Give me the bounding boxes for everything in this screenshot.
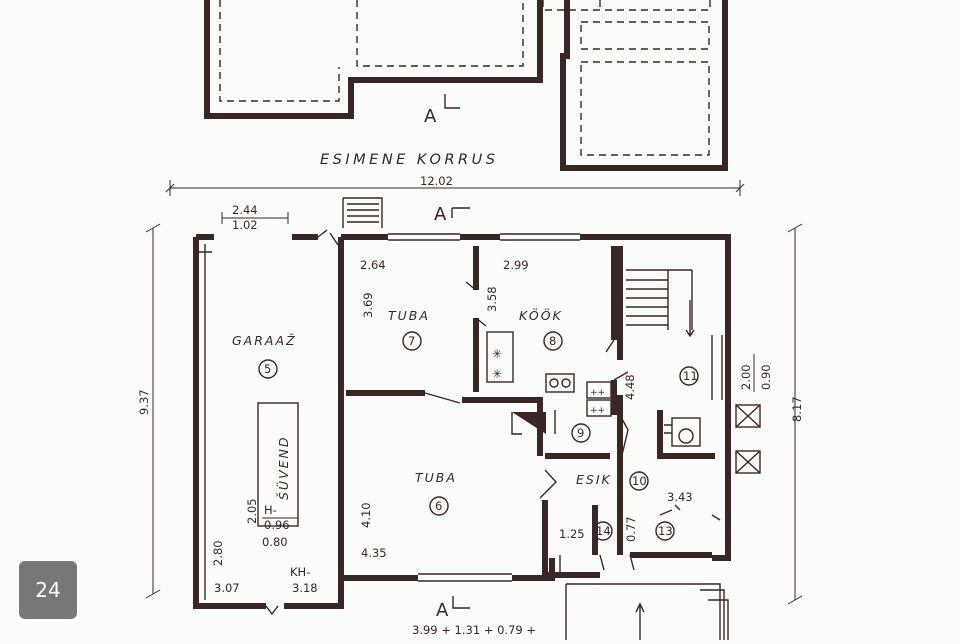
kitchen-number-circle bbox=[543, 331, 563, 351]
room7-name: TUBA bbox=[388, 308, 430, 323]
section-mark-bottom: A bbox=[436, 596, 470, 621]
svg-text:✳: ✳ bbox=[492, 347, 502, 361]
wc-077-label: 0.77 bbox=[624, 516, 638, 542]
kitchen-fixtures: ✳ ✳ ++ ++ bbox=[486, 331, 612, 435]
room6-number: 6 bbox=[435, 499, 442, 513]
window-b-label: 0.90 bbox=[759, 364, 773, 390]
pit-080-label: 0.80 bbox=[262, 535, 288, 549]
room7-number-circle bbox=[402, 331, 422, 351]
right-height-dimension: 8.17 bbox=[787, 223, 804, 605]
stair bbox=[626, 269, 723, 400]
pit-h-value: 0.96 bbox=[264, 518, 290, 532]
kh-value: 3.18 bbox=[292, 581, 318, 595]
bottom-sum-label: 3.99 + 1.31 + 0.79 + bbox=[412, 623, 536, 637]
stair-number: 11 bbox=[683, 369, 698, 383]
overall-width-value: 12.02 bbox=[420, 174, 453, 188]
pantry-number-circle bbox=[571, 423, 591, 443]
entrance-steps-bottom bbox=[565, 583, 729, 640]
pit-name: ŠÜVEND bbox=[275, 435, 291, 500]
stair-number-circle bbox=[679, 366, 699, 386]
svg-text:++: ++ bbox=[590, 406, 605, 416]
kitchen-width-label: 2.99 bbox=[503, 258, 529, 272]
wc-125-label: 1.25 bbox=[559, 527, 585, 541]
garage-number-circle bbox=[258, 359, 278, 379]
pit-height-label: 2.05 bbox=[245, 498, 259, 524]
section-mark-bottom-label: A bbox=[436, 600, 449, 621]
page-number-badge: 24 bbox=[19, 561, 77, 619]
room7-width-label: 2.64 bbox=[360, 258, 386, 272]
ground-floor-walls bbox=[193, 233, 731, 609]
section-mark-middle-label: A bbox=[434, 204, 447, 225]
right-height-value: 8.17 bbox=[790, 396, 804, 422]
wc-number-circle bbox=[655, 521, 675, 541]
garage-pit bbox=[257, 402, 299, 527]
left-height-value: 9.37 bbox=[137, 389, 151, 415]
section-mark-middle: A bbox=[434, 204, 470, 225]
kitchen-height-label: 3.58 bbox=[485, 286, 499, 312]
entrance-steps-top bbox=[342, 197, 383, 228]
wc-number: 13 bbox=[658, 524, 673, 538]
window-a-label: 2.00 bbox=[739, 364, 753, 390]
hall-name: ESIK bbox=[576, 472, 612, 487]
hall-number-circle bbox=[629, 471, 649, 491]
room7-number: 7 bbox=[408, 334, 415, 348]
garage-door-a-value: 2.44 bbox=[232, 203, 258, 217]
section-mark-top: A bbox=[424, 94, 460, 127]
room6-width-label: 4.35 bbox=[361, 546, 387, 560]
exterior-boxes bbox=[735, 404, 761, 474]
garage-name: GARAAŽ bbox=[232, 333, 297, 348]
garage-307-label: 3.07 bbox=[214, 581, 240, 595]
kitchen-number: 8 bbox=[549, 334, 556, 348]
hall-343-label: 3.43 bbox=[667, 490, 693, 504]
wash-number: 14 bbox=[596, 524, 611, 538]
hall-number: 10 bbox=[632, 474, 647, 488]
garage-door-dimension: 2.44 1.02 bbox=[221, 203, 289, 232]
door-swings bbox=[265, 229, 721, 616]
floor-title: ESIMENE KORRUS bbox=[320, 152, 498, 168]
garage-door-b-value: 1.02 bbox=[232, 218, 258, 232]
upper-floor-outline bbox=[204, 0, 728, 171]
pantry-number: 9 bbox=[577, 426, 584, 440]
wc-fixtures bbox=[659, 417, 701, 516]
kh-label: KH- bbox=[290, 565, 310, 579]
garage-280-label: 2.80 bbox=[211, 540, 225, 566]
kitchen-name: KÖÖK bbox=[519, 307, 563, 323]
room6-name: TUBA bbox=[415, 470, 457, 485]
stair-height-label: 4.48 bbox=[623, 374, 637, 400]
left-height-dimension: 9.37 bbox=[137, 223, 161, 599]
section-mark-top-label: A bbox=[424, 106, 437, 127]
garage-number: 5 bbox=[264, 362, 271, 376]
svg-text:++: ++ bbox=[590, 388, 605, 398]
room6-height-label: 4.10 bbox=[359, 502, 373, 528]
overall-width-dimension: 12.02 bbox=[165, 174, 745, 196]
wash-number-circle bbox=[593, 521, 613, 541]
room6-number-circle bbox=[429, 496, 449, 516]
svg-text:✳: ✳ bbox=[492, 367, 502, 381]
pit-h-label: H- bbox=[264, 503, 277, 517]
room7-height-label: 3.69 bbox=[361, 292, 375, 318]
